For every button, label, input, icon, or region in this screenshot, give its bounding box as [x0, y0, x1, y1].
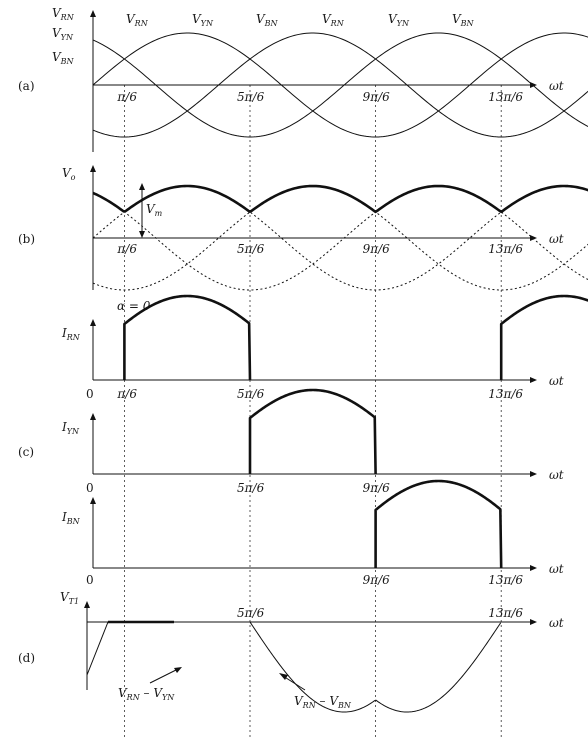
panel-a-tick-2: 5π/6 [237, 90, 265, 104]
annot-vrn-minus-vbn: VRN – VBN [294, 694, 352, 710]
ibn-y-arrow [90, 497, 96, 504]
vt1-tick-2: 13π/6 [488, 606, 523, 620]
phase-dotted-vbn [92, 185, 588, 291]
ibn-x-label: ωt [549, 562, 564, 576]
phase-grid-lines [124, 85, 502, 738]
ibn-pulse [374, 479, 503, 569]
wave-label-vrn-2: VRN [322, 12, 345, 28]
panel-d: (d) ωt VT1 5π/6 13π/6 VRN – VYN VRN – VBN [18, 590, 564, 713]
ibn-pulse-1 [374, 479, 503, 569]
panel-a-tag: (a) [18, 79, 35, 93]
panel-b-tick-2: 5π/6 [237, 242, 265, 256]
annot-vrn-minus-vyn: VRN – VYN [118, 686, 175, 702]
iyn-tick-labels: 5π/69π/617π/621π/6 [237, 481, 391, 495]
irn-tick-1: π/6 [116, 387, 137, 401]
panel-b-y-arrow [90, 165, 96, 172]
iyn-x-label: ωt [549, 468, 564, 482]
vt1-y-label: VT1 [60, 590, 79, 606]
panel-b-tick-4: 13π/6 [488, 242, 523, 256]
panel-c-tag: (c) [18, 445, 34, 459]
irn-pulse-1 [123, 294, 252, 381]
iyn-pulses [248, 388, 377, 475]
alpha-label: α = 0 [117, 299, 151, 313]
vt1-tick-labels: 5π/6 13π/6 [237, 606, 523, 620]
vt1-blocking-curve [249, 621, 502, 713]
panel-a-ylabel-vyn: VYN [52, 26, 74, 42]
iyn-y-arrow [90, 413, 96, 420]
panel-b-tick-1: π/6 [116, 242, 137, 256]
irn-pulses [123, 294, 588, 381]
panel-a-tick-3: 9π/6 [363, 90, 391, 104]
vm-arrow-bottom [139, 231, 145, 238]
phase-dotted-vyn [92, 185, 588, 291]
iyn-origin: 0 [86, 481, 94, 495]
vt1-tick-1: 5π/6 [237, 606, 265, 620]
ibn-tick-2: 13π/6 [488, 573, 523, 587]
panel-a-ylabel-vbn: VBN [52, 50, 75, 66]
panel-a-tick-1: π/6 [116, 90, 137, 104]
panel-b-output-wave [92, 184, 588, 291]
iyn-y-label: IYN [61, 420, 80, 436]
irn-origin: 0 [86, 387, 94, 401]
vm-arrow-top [139, 183, 145, 190]
vt1-y-arrow [84, 601, 90, 608]
vt1-blocking-wave [249, 621, 502, 713]
irn-y-label: IRN [61, 326, 81, 342]
iyn-x-arrow [530, 471, 537, 477]
irn-tick-3: 13π/6 [488, 387, 523, 401]
irn-x-arrow [530, 377, 537, 383]
vm-label: Vm [146, 202, 163, 218]
irn-y-arrow [90, 319, 96, 326]
panel-a-x-label: ωt [549, 79, 564, 93]
panel-b-x-arrow [530, 235, 537, 241]
wave-label-vyn-1: VYN [192, 12, 214, 28]
vt1-x-label: ωt [549, 616, 564, 630]
wave-label-vbn-2: VBN [452, 12, 475, 28]
panel-a-y-arrow [90, 10, 96, 17]
panel-a-x-arrow [530, 82, 537, 88]
panel-b-tick-3: 9π/6 [363, 242, 391, 256]
panel-b-x-label: ωt [549, 232, 564, 246]
panel-a-tick-4: 13π/6 [488, 90, 523, 104]
annot-right-leader [282, 675, 306, 691]
panel-b-y-label: Vo [62, 166, 76, 182]
irn-tick-2: 5π/6 [237, 387, 265, 401]
panel-a-phase-waves [92, 32, 588, 138]
annot-left-arrow [174, 667, 182, 673]
ibn-y-label: IBN [61, 510, 81, 526]
ibn-x-arrow [530, 565, 537, 571]
panel-b-tag: (b) [18, 232, 35, 246]
vt1-initial-rise [86, 621, 109, 676]
panel-a: (a) ωt VRN VYN VBN VRN VYN VBN VRN VYN V… [18, 6, 588, 152]
annot-left-leader [149, 668, 179, 684]
annot-right-arrow [279, 673, 288, 680]
wave-label-vbn-1: VBN [256, 12, 279, 28]
wave-vyn [92, 32, 588, 138]
wave-label-vrn-1: VRN [126, 12, 149, 28]
output-voltage-envelope [92, 184, 588, 214]
panel-a-ylabel-vrn: VRN [52, 6, 75, 22]
iyn-pulse-1 [248, 388, 377, 475]
iyn-tick-1: 5π/6 [237, 481, 265, 495]
ibn-tick-1: 9π/6 [363, 573, 391, 587]
panel-a-wave-labels: VRN VYN VBN VRN VYN VBN [126, 12, 475, 28]
ibn-origin: 0 [86, 573, 94, 587]
irn-pulse-2 [499, 294, 588, 380]
vt1-x-arrow [530, 619, 537, 625]
panel-d-tag: (d) [18, 651, 35, 665]
ibn-tick-labels: 9π/6 13π/6 [363, 573, 524, 587]
wave-label-vyn-2: VYN [388, 12, 410, 28]
irn-x-label: ωt [549, 374, 564, 388]
wave-vbn [92, 32, 588, 138]
wave-vrn [92, 32, 588, 138]
iyn-tick-2: 9π/6 [363, 481, 391, 495]
